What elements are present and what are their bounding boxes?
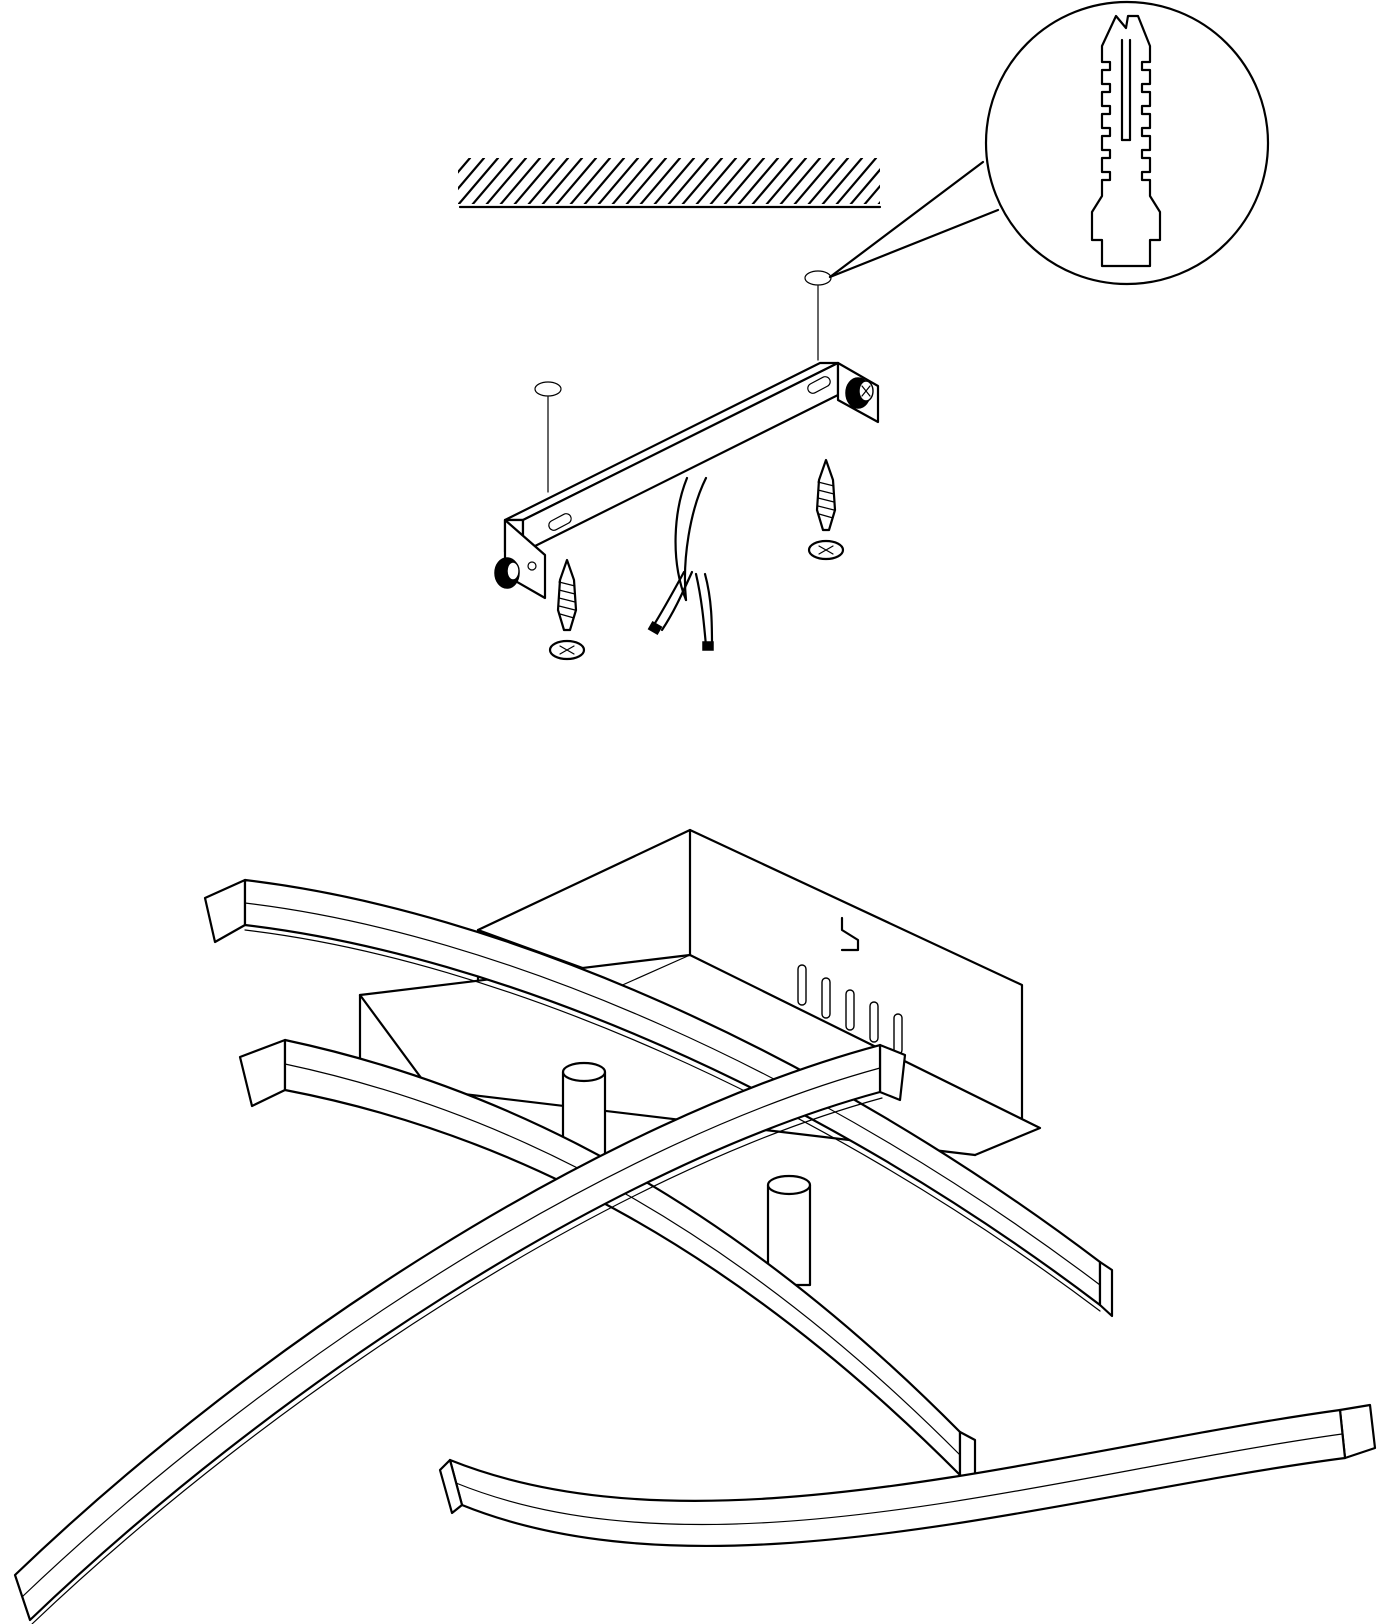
led-arm-front-right <box>438 1403 1377 1548</box>
hatch-stroke <box>541 158 584 204</box>
led-arm-back-lower <box>238 1038 977 1486</box>
hatch-stroke <box>569 158 612 204</box>
hatch-stroke <box>458 158 486 191</box>
hatch-stroke <box>555 158 598 204</box>
wall-plug-detail <box>828 0 1270 286</box>
ceiling-hatch <box>458 158 932 209</box>
mounting-bracket <box>494 361 880 600</box>
wood-screw-left-icon <box>548 558 586 661</box>
led-arm-back-upper <box>203 878 1114 1318</box>
hatch-stroke <box>751 158 794 204</box>
hatch-stroke <box>779 158 822 204</box>
hatch-stroke <box>681 158 724 204</box>
mounting-panel <box>458 0 1270 661</box>
hatch-stroke <box>807 158 850 204</box>
hatch-stroke <box>513 158 556 204</box>
hatch-stroke <box>849 168 880 204</box>
support-post-center <box>766 1174 812 1287</box>
hatch-stroke <box>877 200 880 204</box>
hatch-stroke <box>583 158 626 204</box>
connector-pins <box>797 964 903 1055</box>
hatch-stroke <box>625 158 668 204</box>
bracket-screw-right-icon <box>845 377 874 409</box>
hatch-stroke <box>653 158 696 204</box>
hatch-stroke <box>709 158 752 204</box>
drill-hole-right <box>804 270 832 361</box>
hatch-stroke <box>737 158 780 204</box>
bracket-screw-left-icon <box>494 557 520 589</box>
hatch-stroke <box>471 158 514 204</box>
fixture-panel <box>13 828 1377 1624</box>
hatch-stroke <box>458 158 472 174</box>
hatch-stroke <box>639 158 682 204</box>
led-arms <box>13 878 1377 1624</box>
hatch-stroke <box>821 158 864 204</box>
hatch-stroke <box>892 158 932 205</box>
hatch-stroke <box>597 158 640 204</box>
led-arm-front-left <box>13 1043 907 1624</box>
hatch-stroke <box>793 158 836 204</box>
hatch-stroke <box>485 158 528 204</box>
hatch-stroke <box>695 158 738 204</box>
hatch-stroke <box>527 158 570 204</box>
hatch-stroke <box>499 158 542 204</box>
hatch-stroke <box>458 158 500 204</box>
hatch-stroke <box>835 158 878 204</box>
hatch-stroke <box>723 158 766 204</box>
hatch-stroke <box>667 158 710 204</box>
hatch-stroke <box>863 184 880 204</box>
power-cable <box>647 476 714 651</box>
hatch-stroke <box>765 158 808 204</box>
wood-screw-right-icon <box>807 458 845 561</box>
drill-hole-left <box>534 381 562 493</box>
hatch-stroke <box>611 158 654 204</box>
